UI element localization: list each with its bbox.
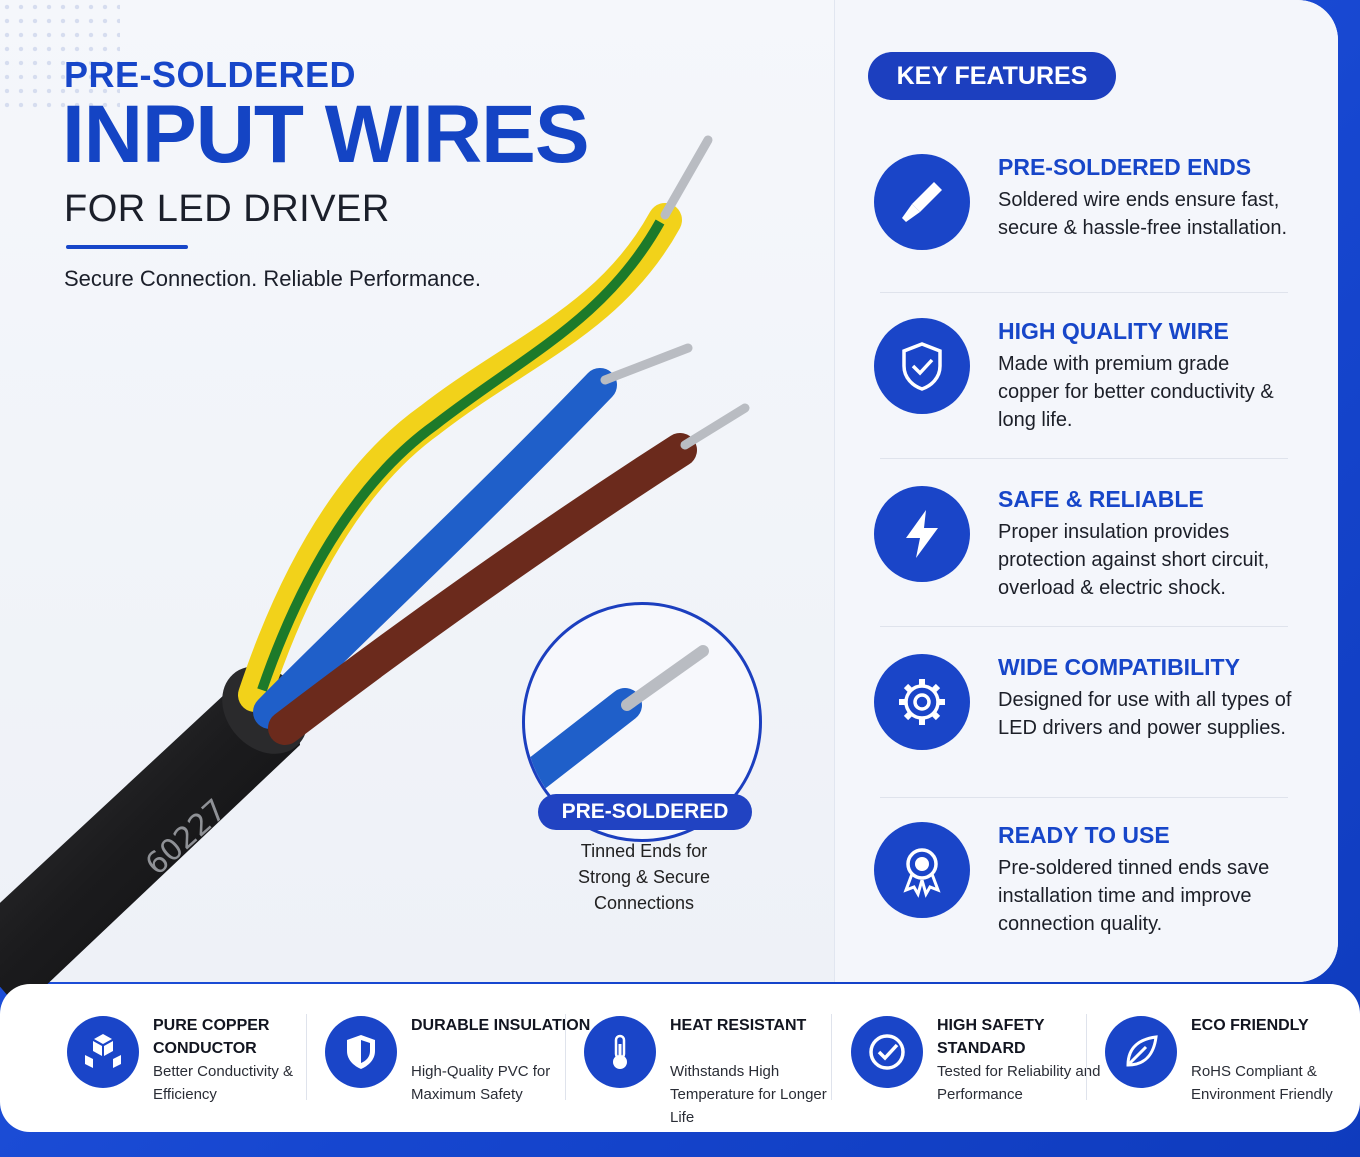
feature-separator: [880, 797, 1288, 798]
check-circle-icon: [851, 1016, 923, 1088]
page-subtitle: FOR LED DRIVER: [64, 188, 390, 230]
shield-check-icon: [874, 318, 970, 414]
key-features-badge: KEY FEATURES: [868, 52, 1116, 100]
bottom-item-desc: Better Conductivity & Efficiency: [153, 1063, 294, 1103]
tinned-end-yellow: [660, 135, 713, 220]
main-card: [0, 0, 1338, 982]
bottom-item-title: HIGH SAFETY STANDARD: [937, 1017, 1045, 1057]
feature-desc: Pre-soldered tinned ends save installati…: [998, 857, 1270, 935]
bottom-item-title: HEAT RESISTANT: [670, 1017, 807, 1034]
thermometer-icon: [584, 1016, 656, 1088]
bottom-item-desc: Withstands High Temperature for Longer L…: [670, 1063, 827, 1126]
wire-closeup: [525, 645, 709, 792]
bottom-separator: [306, 1014, 307, 1100]
feature-desc: Made with premium grade copper for bette…: [998, 353, 1274, 431]
feature-title: HIGH QUALITY WIRE: [998, 318, 1229, 344]
cable-illustration: 60227: [0, 135, 750, 1000]
callout-badge: PRE-SOLDERED: [538, 794, 752, 830]
feature-title: PRE-SOLDERED ENDS: [998, 154, 1252, 180]
bottom-item-desc: RoHS Compliant & Environment Friendly: [1191, 1063, 1333, 1103]
feature-desc: Soldered wire ends ensure fast, secure &…: [998, 189, 1288, 239]
feature-desc: Designed for use with all types of LED d…: [998, 689, 1292, 739]
leaf-icon: [1105, 1016, 1177, 1088]
feature-title: WIDE COMPATIBILITY: [998, 654, 1240, 680]
panel-divider: [834, 0, 835, 982]
bottom-item-title: ECO FRIENDLY: [1191, 1017, 1309, 1034]
tinned-end-blue: [600, 343, 693, 385]
lightning-icon: [874, 486, 970, 582]
dot-pattern: [0, 0, 120, 110]
bottom-separator: [1086, 1014, 1087, 1100]
bottom-item-title: DURABLE INSULATION: [411, 1017, 591, 1034]
callout-line-2: Strong & Secure: [577, 867, 711, 887]
cable-jacket: [0, 672, 300, 1000]
bottom-item-desc: Tested for Reliability and Performance: [937, 1063, 1101, 1103]
callout-line-3: Connections: [593, 893, 695, 913]
feature-title: SAFE & RELIABLE: [998, 486, 1204, 512]
callout-caption: Tinned Ends for Strong & Secure Connecti…: [544, 838, 744, 916]
wire-blue: [253, 368, 617, 729]
tinned-end-brown: [680, 403, 750, 450]
feature-separator: [880, 458, 1288, 459]
gear-icon: [874, 654, 970, 750]
callout-line-1: Tinned Ends for: [580, 841, 708, 861]
award-badge-icon: [874, 822, 970, 918]
cubes-icon: [67, 1016, 139, 1088]
feature-separator: [880, 292, 1288, 293]
shield-icon: [325, 1016, 397, 1088]
bottom-separator: [565, 1014, 566, 1100]
soldering-iron-icon: [874, 154, 970, 250]
title-underline: [66, 245, 188, 249]
tagline: Secure Connection. Reliable Performance.: [64, 266, 482, 291]
bottom-separator: [831, 1014, 832, 1100]
feature-desc: Proper insulation provides protection ag…: [998, 521, 1270, 599]
page-title: INPUT WIRES: [62, 89, 590, 180]
kicker-text: PRE-SOLDERED: [64, 54, 357, 95]
feature-title: READY TO USE: [998, 822, 1170, 848]
feature-separator: [880, 626, 1288, 627]
wire-brown: [268, 433, 697, 745]
bottom-item-title: PURE COPPER CONDUCTOR: [153, 1017, 270, 1057]
bottom-item-desc: High-Quality PVC for Maximum Safety: [411, 1063, 551, 1103]
